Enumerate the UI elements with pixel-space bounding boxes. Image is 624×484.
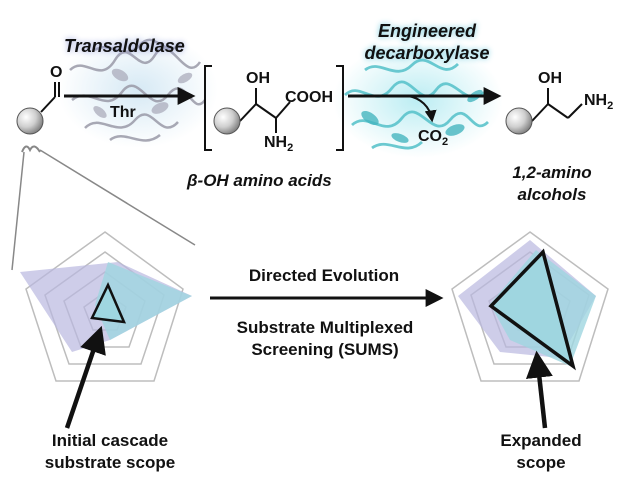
- product-molecule: [505, 88, 583, 135]
- sums-label-line1: Substrate Multiplexed: [236, 318, 414, 337]
- expanded-scope-line1: Expanded: [500, 431, 582, 450]
- initial-scope-line2: substrate scope: [44, 453, 176, 472]
- co2-sub: 2: [442, 136, 449, 149]
- co2-release-arrow: [407, 95, 437, 123]
- initial-scope-caption: Initial cascade substrate scope: [20, 430, 200, 474]
- product-caption-line1: 1,2-amino: [512, 163, 592, 182]
- sums-label-line2: Screening (SUMS): [251, 340, 399, 359]
- aldehyde-substrate: [16, 82, 60, 135]
- transaldolase-structure: [58, 32, 218, 148]
- intermediate-molecule: [204, 65, 344, 151]
- product-nh2-base: NH: [584, 92, 608, 109]
- product-caption-line2: alcohols: [517, 185, 587, 204]
- transaldolase-label: Transaldolase: [64, 36, 185, 56]
- intermediate-nh2: NH2: [264, 134, 293, 154]
- thr-label: Thr: [110, 104, 136, 121]
- decarboxylase-label: Engineered decarboxylase: [352, 20, 502, 64]
- decarboxylase-label-line2: decarboxylase: [364, 43, 490, 63]
- radar-expanded: [451, 231, 609, 429]
- intermediate-cooh: COOH: [285, 89, 333, 106]
- intermediate-caption: β-OH amino acids: [187, 171, 332, 190]
- expanded-scope-line2: scope: [516, 453, 566, 472]
- zoom-callout: [11, 145, 196, 271]
- radar-initial: [20, 231, 192, 429]
- product-oh: OH: [538, 70, 562, 87]
- expanded-scope-caption: Expanded scope: [476, 430, 606, 474]
- directed-evolution-label: Directed Evolution: [248, 266, 400, 285]
- co2-base: CO: [418, 128, 442, 145]
- intermediate-nh2-sub: 2: [287, 142, 294, 155]
- aldehyde-oxygen: O: [50, 64, 63, 81]
- product-caption: 1,2-amino alcohols: [492, 162, 612, 206]
- co2-label: CO2: [418, 128, 448, 148]
- sums-label: Substrate Multiplexed Screening (SUMS): [210, 317, 440, 361]
- intermediate-oh: OH: [246, 70, 270, 87]
- intermediate-nh2-base: NH: [264, 134, 288, 151]
- product-nh2: NH2: [584, 92, 613, 112]
- initial-scope-line1: Initial cascade: [51, 431, 169, 450]
- decarboxylase-label-line1: Engineered: [377, 21, 477, 41]
- product-nh2-sub: 2: [607, 100, 614, 113]
